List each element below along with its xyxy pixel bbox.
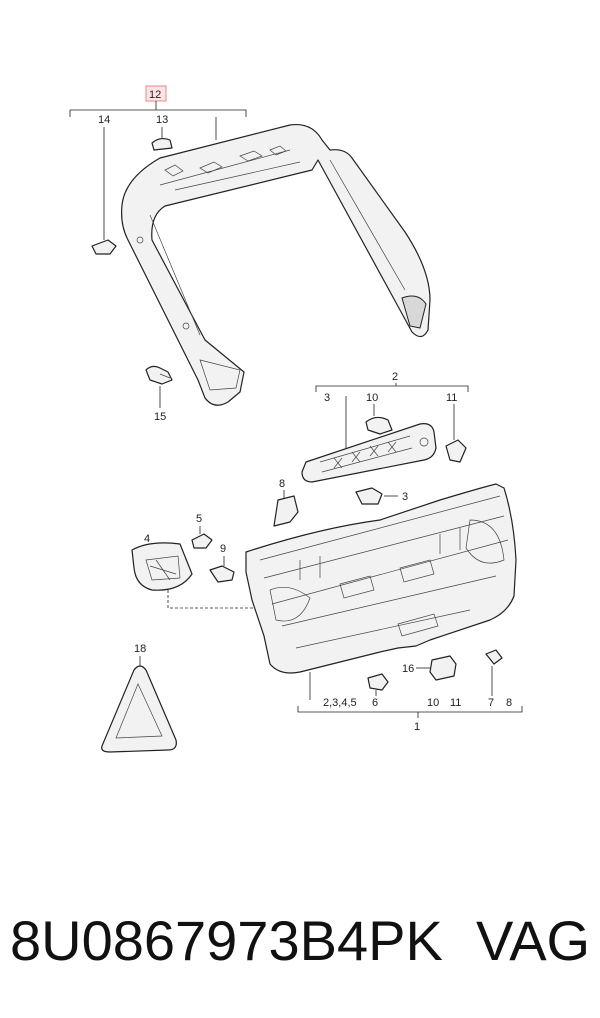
part-5-clip [191, 533, 213, 549]
callout-14: 14 [98, 114, 110, 126]
part-14-clip [91, 239, 117, 255]
part-2-handle [301, 423, 437, 483]
callout-10b: 10 [427, 697, 439, 709]
leader-4-dash [167, 590, 260, 609]
part-13-clip [151, 137, 173, 151]
callout-15: 15 [154, 411, 166, 423]
callout-2: 2 [392, 371, 398, 383]
callout-13: 13 [156, 114, 168, 126]
callout-8b: 8 [506, 697, 512, 709]
part-11-clip [445, 439, 467, 463]
callout-4: 4 [144, 533, 150, 545]
callout-11b: 11 [450, 697, 461, 709]
part-3-clip [355, 487, 383, 505]
callout-16: 16 [402, 663, 414, 675]
part-18-warning-triangle [101, 665, 177, 753]
callout-11a: 11 [446, 392, 457, 404]
part-7-clip [485, 649, 503, 665]
part-1-lower-trim [245, 483, 517, 674]
part-9-screw [209, 565, 235, 583]
part-15-screw [145, 365, 173, 385]
part-6-clip [367, 673, 389, 691]
callout-8a: 8 [279, 478, 285, 490]
callout-3a: 3 [324, 392, 330, 404]
callout-7: 7 [488, 697, 494, 709]
brand-label: VAG [476, 909, 591, 972]
callout-1: 1 [414, 721, 420, 733]
callout-10a: 10 [366, 392, 378, 404]
callout-6: 6 [372, 697, 378, 709]
callout-9: 9 [220, 543, 226, 555]
callout-2345: 2,3,4,5 [323, 697, 357, 709]
callout-18: 18 [134, 643, 146, 655]
part-8-trim [273, 495, 299, 527]
callout-5: 5 [196, 513, 202, 525]
part-number: 8U0867973B4PK [10, 909, 443, 972]
part-10-clip [365, 416, 393, 435]
callout-3b: 3 [402, 491, 408, 503]
bracket-2 [315, 383, 469, 392]
part-12-frame [121, 123, 431, 406]
part-16-switch [429, 655, 457, 681]
part-4-cover [131, 542, 193, 591]
callout-12: 12 [149, 89, 161, 101]
bracket-12 [69, 101, 247, 117]
bracket-1 [297, 706, 523, 718]
